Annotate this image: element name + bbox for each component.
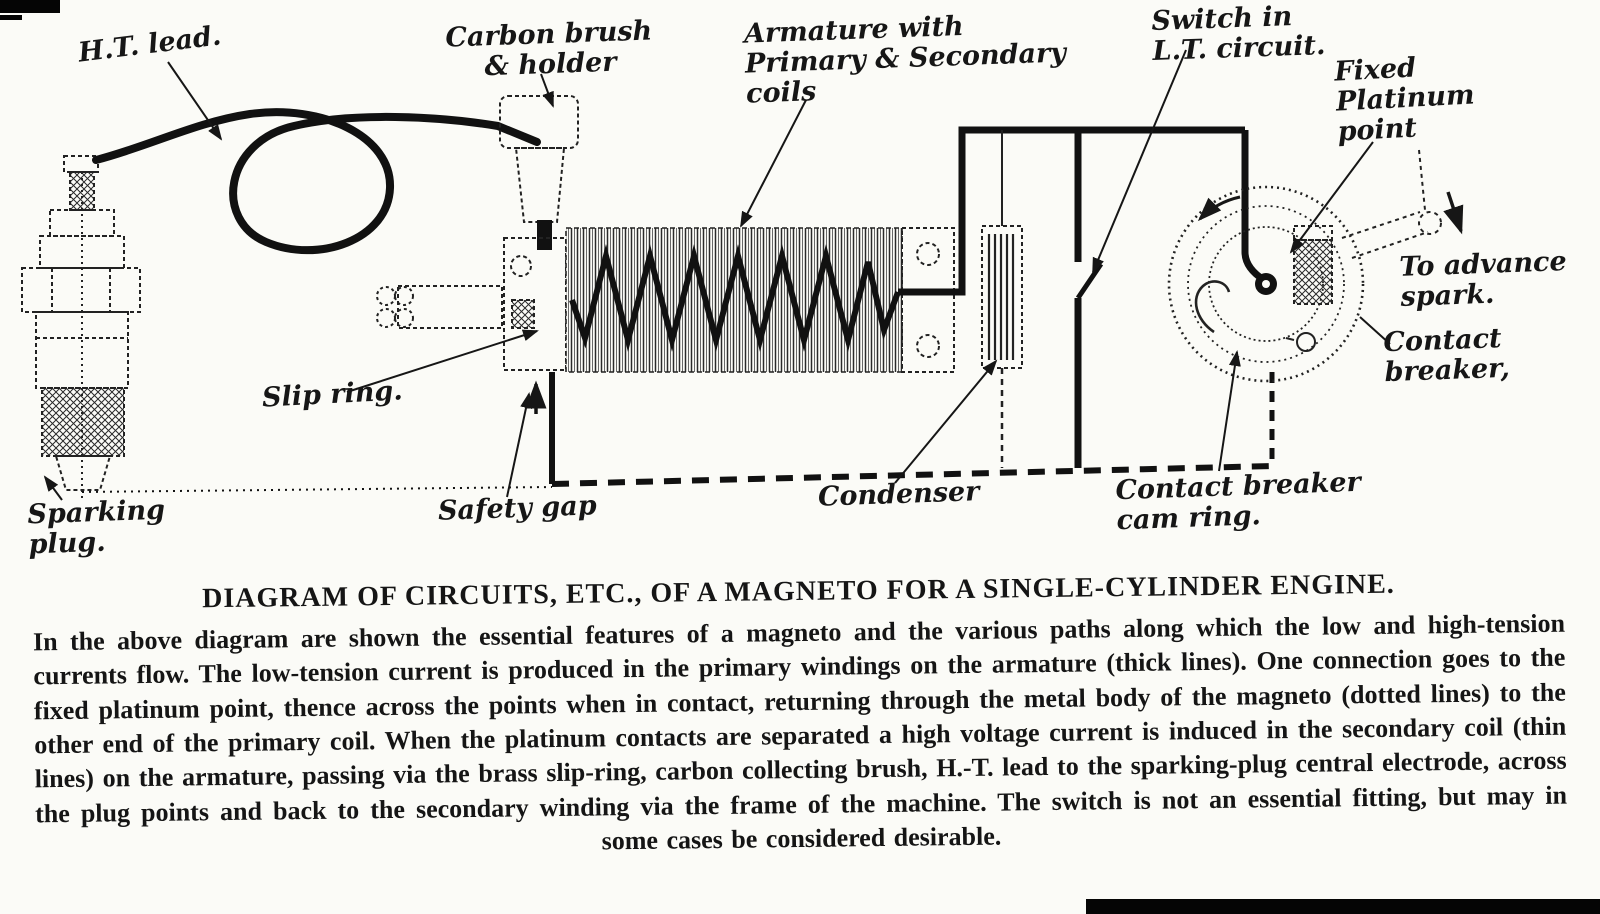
frame-return-path [81, 372, 1275, 493]
leader-condenser [894, 359, 998, 484]
breaker-terminal-mark [1285, 337, 1295, 341]
lt-wire-to-breaker [1241, 130, 1266, 283]
breaker-mid-ring [1187, 205, 1345, 363]
advance-lever [1341, 149, 1442, 259]
label-armature: Armature with Primary & Secondary coils [743, 8, 1068, 110]
label-carbon-brush: Carbon brush & holder [445, 15, 654, 84]
breaker-terminal [1296, 332, 1316, 352]
condenser-plates [987, 234, 1015, 360]
label-cam-ring: Contact breaker cam ring. [1115, 467, 1362, 537]
return-dotted-left [81, 486, 553, 493]
leader-slip-ring [346, 329, 539, 393]
label-switch: Switch in L.T. circuit. [1151, 1, 1326, 67]
leader-switch [1092, 49, 1187, 274]
switch-blade [1075, 262, 1104, 300]
label-fixed-point: Fixed Platinum point [1334, 50, 1477, 148]
primary-winding-zigzag [569, 244, 901, 352]
plug-tip [54, 455, 112, 491]
brush-holder-cap [499, 95, 579, 149]
leader-safety-gap [506, 392, 532, 498]
shaft-end-knob [376, 286, 414, 328]
leader-fixed-point [1289, 141, 1374, 254]
slip-ring [510, 255, 532, 277]
armature-shaft [397, 285, 503, 329]
leader-sparking-plug [43, 475, 63, 501]
condenser [981, 130, 1023, 468]
label-line: L.T. circuit. [1152, 30, 1326, 68]
leader-lines [43, 49, 1391, 501]
platinum-point-cap [1293, 225, 1333, 241]
leader-ht-lead [167, 61, 223, 141]
carbon-brush-holder [499, 95, 579, 250]
armature-core-windings [565, 227, 903, 373]
label-line: To advance [1398, 246, 1568, 283]
contact-breaker [1167, 149, 1464, 383]
breaker-hub-center [1262, 280, 1270, 288]
scan-artifact-top-left [0, 0, 60, 13]
label-line: Condenser [817, 476, 980, 513]
scan-artifact-bottom-right [1086, 899, 1600, 914]
lt-wire-top [898, 126, 1245, 296]
label-line: plug. [28, 526, 107, 561]
magneto-circuit-diagram [21, 49, 1464, 501]
armature-right-bearing [901, 227, 955, 373]
plug-threads [41, 387, 125, 457]
leader-contact-breaker [1359, 316, 1391, 345]
fixed-platinum-point-block [1293, 239, 1333, 305]
label-safety-gap: Safety gap [437, 490, 598, 527]
lt-circuit-wiring [898, 126, 1266, 468]
label-line: Safety gap [437, 490, 598, 527]
carbon-brush [537, 220, 552, 250]
leader-carbon-brush [540, 73, 554, 108]
armature-assembly [376, 227, 955, 373]
leader-armature [740, 99, 807, 228]
label-advance-spark: To advance spark. [1398, 246, 1568, 314]
scan-artifact-top-left-2 [0, 15, 22, 20]
rotation-arrow [1197, 195, 1241, 222]
label-line: spark. [1400, 278, 1495, 314]
advance-direction-arrow [1443, 191, 1464, 235]
label-condenser: Condenser [817, 476, 980, 513]
breaker-outer-ring [1167, 185, 1365, 383]
breaker-spring-arm [1194, 280, 1231, 334]
ht-lead-wire [92, 108, 541, 255]
sparking-plug [21, 155, 141, 498]
label-line: breaker, [1384, 353, 1511, 389]
return-dashed-main [551, 463, 1273, 487]
label-contact-breaker: Contact breaker, [1383, 323, 1511, 389]
label-sparking-plug: Sparking plug. [26, 494, 167, 561]
slip-ring-block [503, 237, 567, 371]
label-line: Sparking [26, 494, 166, 531]
caption-body: In the above diagram are shown the essen… [32, 608, 1568, 856]
caption-block: DIAGRAM OF CIRCUITS, ETC., OF A MAGNETO … [32, 567, 1567, 866]
brush-holder-body [514, 147, 566, 223]
leader-cam-ring [1218, 350, 1241, 472]
